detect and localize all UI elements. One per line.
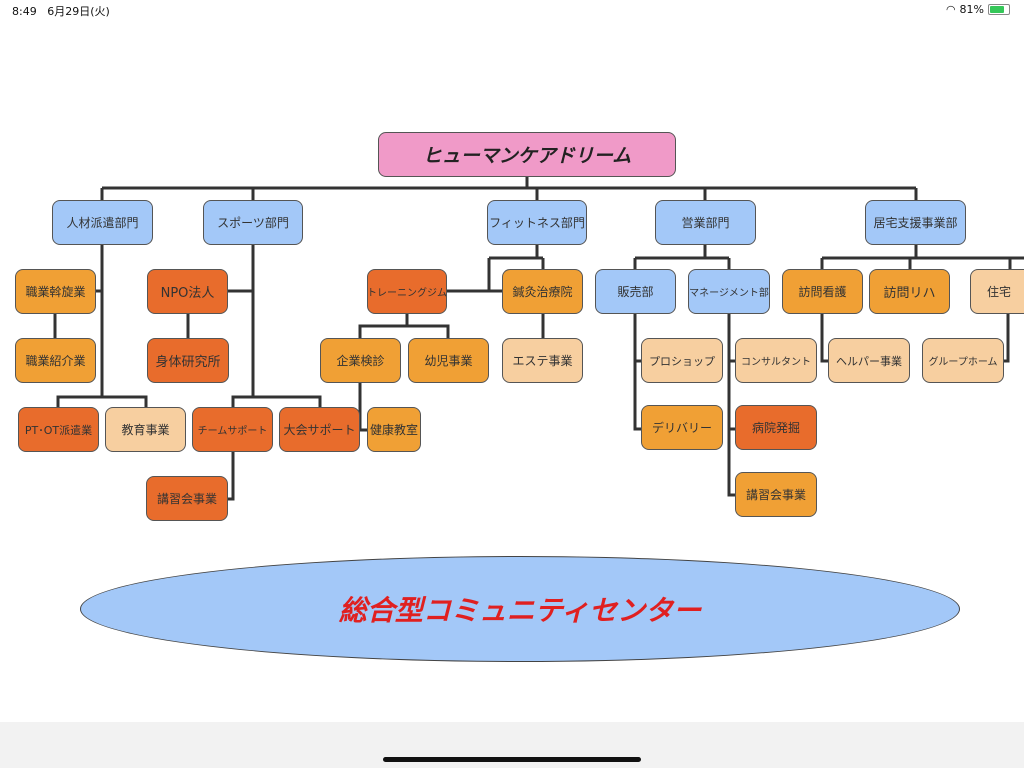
connector-line <box>231 395 322 407</box>
connector-line <box>727 314 735 497</box>
unit-group-home[interactable]: グループホーム <box>922 338 1004 383</box>
battery-icon <box>988 4 1010 15</box>
unit-homon-reha[interactable]: 訪問リハ <box>869 269 950 314</box>
unit-helper[interactable]: ヘルパー事業 <box>828 338 910 383</box>
unit-kenko[interactable]: 健康教室 <box>367 407 421 452</box>
unit-proshop[interactable]: プロショップ <box>641 338 723 383</box>
unit-kyoiku[interactable]: 教育事業 <box>105 407 186 452</box>
unit-npo[interactable]: NPO法人 <box>147 269 228 314</box>
battery-percent: 81% <box>959 3 984 16</box>
unit-shintai[interactable]: 身体研究所 <box>147 338 229 383</box>
connector-line <box>358 324 450 338</box>
connector-line <box>358 383 367 432</box>
connector-line <box>56 395 148 407</box>
connector-line <box>633 314 641 431</box>
connector-line <box>820 314 828 363</box>
unit-team-support[interactable]: チームサポート <box>192 407 273 452</box>
home-indicator[interactable] <box>383 757 641 762</box>
dept-eigyo[interactable]: 営業部門 <box>655 200 756 245</box>
unit-management[interactable]: マネージメント部 <box>688 269 770 314</box>
connector-line <box>228 452 235 501</box>
date: 6月29日(火) <box>47 5 110 18</box>
unit-jutaku[interactable]: 住宅 <box>970 269 1024 314</box>
unit-koshu-eigyo[interactable]: 講習会事業 <box>735 472 817 517</box>
unit-shinkyu[interactable]: 鍼灸治療院 <box>502 269 583 314</box>
unit-kigyo[interactable]: 企業検診 <box>320 338 401 383</box>
unit-shokugyo-assen[interactable]: 職業斡旋業 <box>15 269 96 314</box>
unit-yoji[interactable]: 幼児事業 <box>408 338 489 383</box>
root-node[interactable]: ヒューマンケアドリーム <box>378 132 676 177</box>
unit-delivery[interactable]: デリバリー <box>641 405 723 450</box>
dept-kyotaku[interactable]: 居宅支援事業部 <box>865 200 966 245</box>
unit-koshu-sports[interactable]: 講習会事業 <box>146 476 228 521</box>
community-center-label: 総合型コミュニティセンター <box>338 594 702 627</box>
unit-este[interactable]: エステ事業 <box>502 338 583 383</box>
unit-consult[interactable]: コンサルタント <box>735 338 817 383</box>
dept-jinzai[interactable]: 人材派遣部門 <box>52 200 153 245</box>
connector-line <box>1004 314 1010 363</box>
unit-byoin[interactable]: 病院発掘 <box>735 405 817 450</box>
unit-shokugyo-shokai[interactable]: 職業紹介業 <box>15 338 96 383</box>
unit-hanbai[interactable]: 販売部 <box>595 269 676 314</box>
status-bar: 8:49 6月29日(火) ◠81% <box>0 0 1024 18</box>
clock: 8:49 <box>12 5 37 18</box>
unit-gym[interactable]: トレーニングジム <box>367 269 447 314</box>
unit-taikai-support[interactable]: 大会サポート <box>279 407 360 452</box>
community-center-ellipse[interactable]: 総合型コミュニティセンター <box>80 556 960 662</box>
unit-homon-kango[interactable]: 訪問看護 <box>782 269 863 314</box>
dept-sports[interactable]: スポーツ部門 <box>203 200 303 245</box>
unit-ptot[interactable]: PT･OT派遣業 <box>18 407 99 452</box>
dept-fitness[interactable]: フィットネス部門 <box>487 200 587 245</box>
wifi-icon: ◠ <box>945 3 956 16</box>
